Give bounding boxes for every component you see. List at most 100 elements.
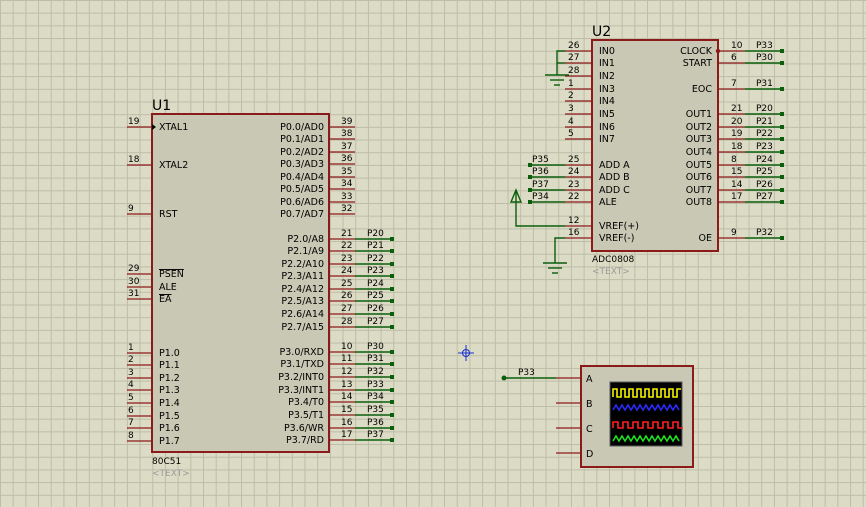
- pin-number: 20: [731, 117, 743, 127]
- net-label: P36: [367, 418, 384, 428]
- pin-label-active-low: P3.7/RD: [286, 435, 324, 446]
- ground-symbol-in[interactable]: [545, 50, 569, 86]
- pin-label: P2.5/A13: [281, 296, 324, 307]
- scope-channel-b[interactable]: B: [556, 399, 593, 410]
- pin-label: PSEN: [159, 269, 184, 280]
- u1-text-placeholder: <TEXT>: [152, 469, 190, 479]
- pin-number: 12: [341, 367, 352, 377]
- net-terminal: [780, 125, 784, 129]
- pin-label: OUT8: [686, 197, 712, 208]
- net-label: P24: [367, 279, 384, 289]
- u2-ref-label: U2: [592, 24, 611, 40]
- net-terminal: [780, 188, 784, 192]
- scope-channel-d[interactable]: D: [556, 449, 593, 460]
- scope-channel-c[interactable]: C: [556, 424, 593, 435]
- pin-number: 6: [128, 406, 134, 416]
- ground-symbol-vref[interactable]: [543, 237, 567, 274]
- scope-channel-a[interactable]: A: [556, 374, 593, 385]
- power-arrow-icon: [509, 188, 523, 203]
- trace-yellow: [612, 388, 681, 398]
- u2-part-label: ADC0808: [592, 255, 635, 265]
- pin-number: 19: [731, 129, 743, 139]
- vref-power-terminal[interactable]: [509, 188, 565, 227]
- pin-label: ADD B: [599, 172, 630, 183]
- pin-number: 23: [568, 180, 579, 190]
- pin-label: ALE: [159, 282, 177, 293]
- net-terminal: [780, 163, 784, 167]
- u2-body[interactable]: [591, 39, 719, 252]
- u1-body[interactable]: [151, 113, 330, 453]
- pin-number: 4: [128, 380, 134, 390]
